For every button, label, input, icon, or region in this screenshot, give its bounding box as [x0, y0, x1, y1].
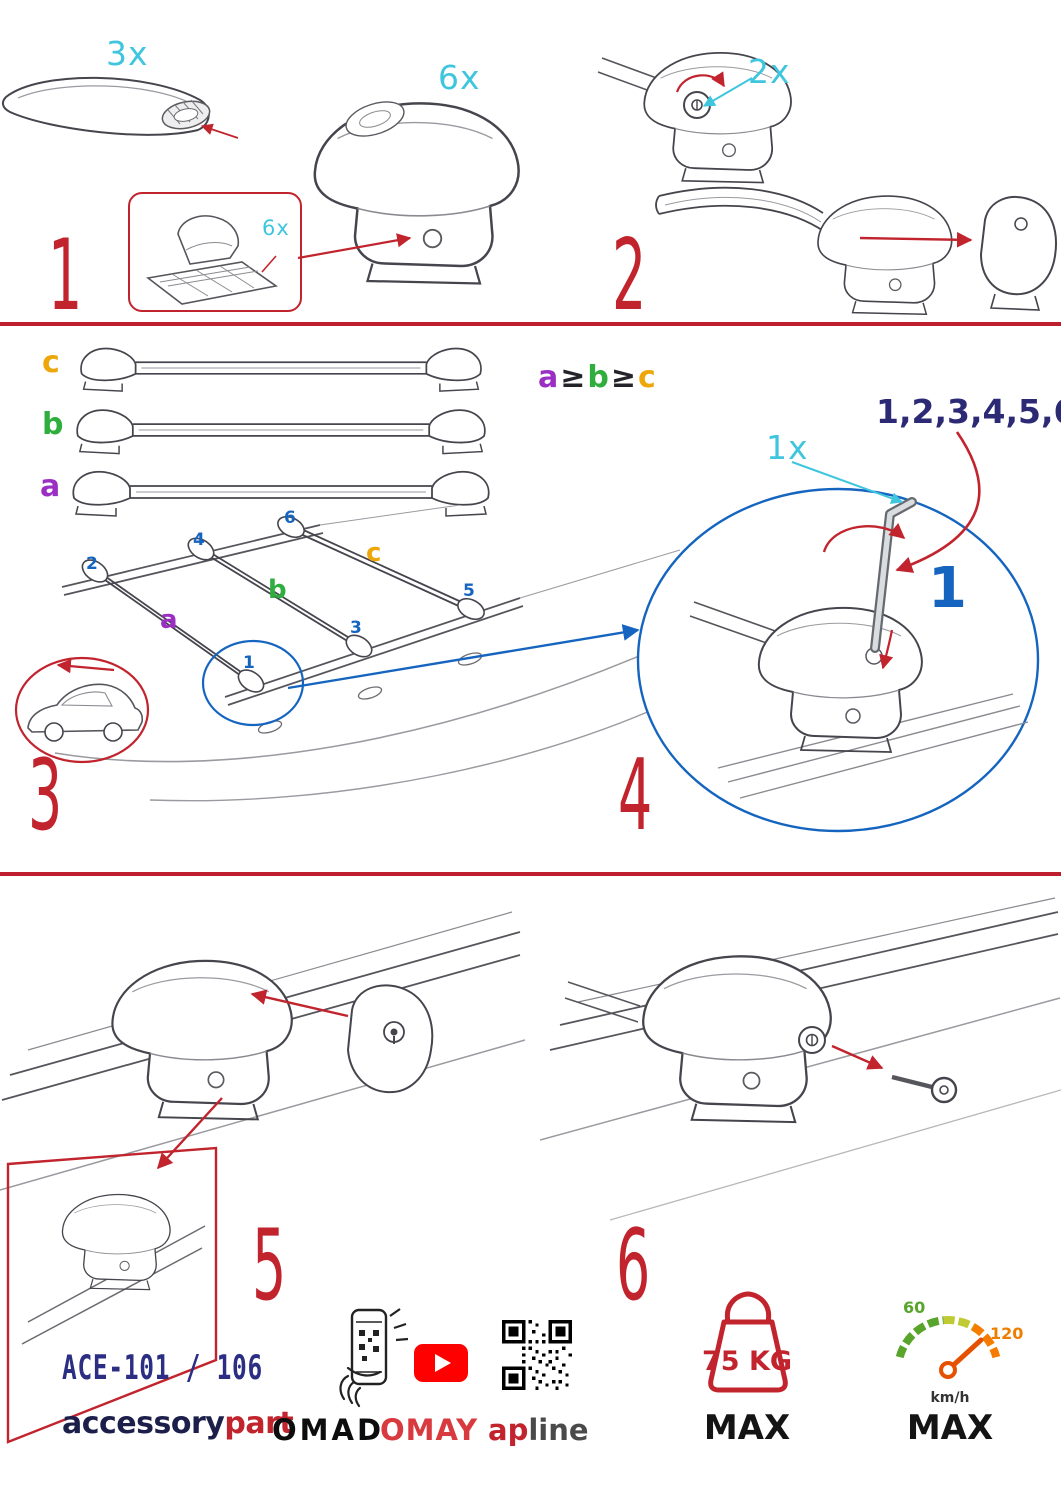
- pad-detail-box: [128, 192, 302, 312]
- stack-label-c: c: [42, 345, 60, 380]
- front-direction-arrow: [56, 659, 115, 674]
- cover-install-arrow: [859, 231, 973, 248]
- model-number: ACE-101 / 106: [62, 1348, 263, 1388]
- logo-omay: OMAY: [380, 1413, 479, 1447]
- rubber-pad-drawing: [146, 215, 278, 305]
- speed-unit-label: km/h: [930, 1390, 970, 1406]
- pad-callout-line: [261, 255, 277, 273]
- red-pointer-arrow: [200, 123, 239, 139]
- stacked-bar-c: [80, 347, 482, 392]
- roof-letter-b: b: [268, 575, 287, 605]
- install-sequence: 1,2,3,4,5,6: [876, 392, 1061, 431]
- start-position-number: 1: [928, 556, 967, 621]
- lock-icon: [798, 1026, 826, 1054]
- rule-c: c: [638, 360, 656, 395]
- phone-qr-scan-icon: [339, 1308, 409, 1408]
- roof-bar-b: [187, 537, 373, 658]
- speed-high-label: 120: [990, 1324, 1024, 1343]
- tool-qty-arrow: [791, 461, 904, 504]
- step1-number: 1: [48, 219, 83, 333]
- speed-low-label: 60: [903, 1298, 926, 1317]
- step4-tool-qty: 1x: [766, 428, 809, 467]
- step5-drawing: [0, 911, 526, 1444]
- step3-number: 3: [28, 739, 63, 853]
- qr-code: [502, 1320, 572, 1390]
- logo-apline-ap: ap: [488, 1413, 529, 1447]
- step2-number: 2: [612, 219, 647, 333]
- allen-key-icon: [870, 497, 917, 653]
- car-direction-inset: [14, 656, 150, 764]
- size-rule: a≥b≥c: [538, 360, 656, 395]
- weight-limit-value: 75 KG: [701, 1346, 793, 1377]
- foot-clamp-drawing: [313, 101, 520, 285]
- roof-bar-c: [277, 515, 485, 621]
- torque-detail-circle: [636, 487, 1040, 833]
- step1-pad-qty: 6x: [262, 216, 290, 240]
- step1-foot-qty: 6x: [438, 58, 481, 97]
- brand-accessory: accessory: [62, 1406, 225, 1441]
- bar-foot-cover-drawing: [655, 186, 1057, 316]
- position-4: 4: [193, 530, 205, 550]
- stacked-bar-b: [76, 409, 486, 455]
- weight-limit-icon: [708, 1291, 788, 1393]
- rule-ge1: ≥: [560, 360, 586, 395]
- section-divider-2: [0, 872, 1061, 876]
- step4-number: 4: [618, 739, 653, 853]
- car-icon: [27, 683, 144, 742]
- step2-lock-qty: 2x: [748, 52, 791, 91]
- position-1-highlight-circle: [201, 639, 305, 727]
- step6-number: 6: [616, 1209, 651, 1323]
- brand-wordmark: accessorypart: [62, 1406, 294, 1441]
- detail-region-arrow: [156, 1097, 223, 1170]
- detail-region-outline: [6, 1146, 218, 1444]
- cover-cap: [979, 195, 1057, 311]
- sequence-start-arrow: [895, 431, 981, 573]
- stack-label-b: b: [42, 407, 64, 442]
- brand-part: part: [224, 1406, 294, 1441]
- cover-attach-arrow: [250, 989, 349, 1018]
- rule-ge2: ≥: [610, 360, 637, 395]
- position-2: 2: [86, 554, 98, 574]
- key-icon: [891, 1074, 958, 1104]
- bar-cross-section: [161, 99, 211, 130]
- youtube-icon: [414, 1344, 468, 1382]
- tighten-arrow: [879, 629, 894, 670]
- roof-bar-a: [81, 559, 265, 693]
- speed-limit-icon: [895, 1316, 1001, 1379]
- section-divider-1: [0, 322, 1061, 326]
- step1-bar-qty: 3x: [106, 34, 149, 73]
- zoom-callout-arrow: [287, 624, 640, 690]
- step6-drawing: [540, 897, 1061, 1221]
- speed-max-label: MAX: [906, 1408, 994, 1448]
- rotate-key-arrow: [822, 523, 906, 553]
- weight-max-label: MAX: [703, 1408, 791, 1448]
- lock-rotation-arrow: [675, 71, 725, 93]
- stack-label-a: a: [40, 469, 61, 504]
- rule-a: a: [538, 360, 559, 395]
- logo-omad: OMAD: [272, 1413, 385, 1447]
- roof-top-view: [54, 505, 685, 802]
- position-5: 5: [463, 581, 475, 601]
- position-6: 6: [284, 508, 296, 528]
- bar-seat: [345, 101, 405, 137]
- stacked-bar-a: [72, 470, 490, 517]
- roof-letter-a: a: [160, 605, 178, 635]
- key-remove-arrow: [831, 1044, 884, 1070]
- roof-letter-c: c: [366, 538, 382, 568]
- position-1: 1: [243, 653, 255, 673]
- lock-qty-arrow: [702, 77, 753, 107]
- logo-apline: apline: [488, 1416, 589, 1445]
- cover-with-keyhole: [346, 984, 434, 1094]
- step5-number: 5: [252, 1209, 287, 1323]
- pad-to-foot-arrow: [297, 233, 412, 260]
- crossbar-drawing: [1, 76, 239, 139]
- logo-apline-line: line: [528, 1413, 589, 1447]
- position-3: 3: [350, 618, 362, 638]
- rule-b: b: [587, 360, 609, 395]
